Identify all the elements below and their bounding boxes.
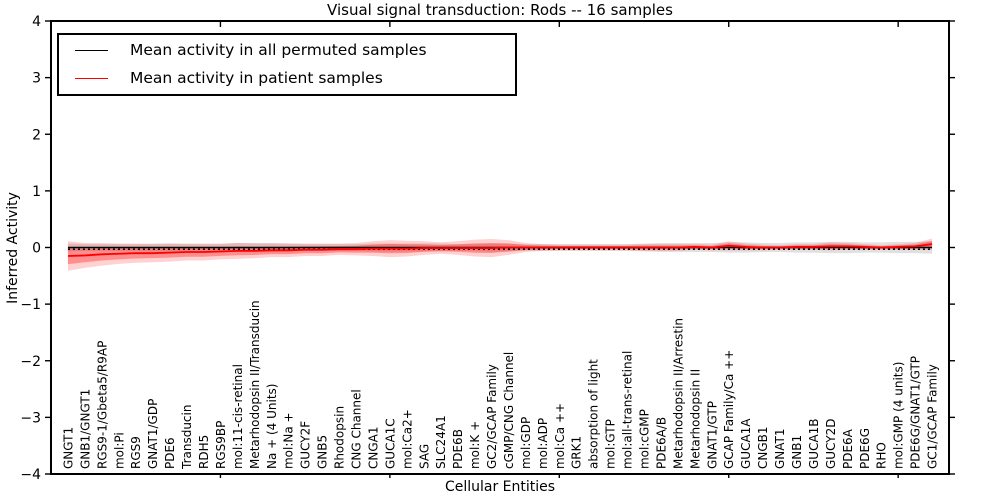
y-tick-label: 2 — [32, 127, 41, 143]
entity-tick-label: Metarhodopsin II — [688, 369, 702, 469]
entity-tick-label: GC2/GCAP Family — [485, 364, 499, 469]
entity-tick-label: mol:all-trans-retinal — [621, 351, 635, 469]
entity-tick-label: CNG Channel — [349, 389, 363, 469]
entity-tick-label: Na + (4 Units) — [265, 383, 279, 469]
entity-tick-label: GUCA1B — [807, 418, 821, 469]
y-tick-label: −3 — [20, 410, 41, 426]
y-tick-label: −4 — [20, 467, 41, 483]
legend-box: Mean activity in all permuted samples Me… — [57, 33, 517, 96]
entity-tick-label: RHO — [875, 442, 889, 469]
entity-tick-label: PDE6G — [858, 428, 872, 469]
entity-tick-label: GRK1 — [570, 436, 584, 469]
entity-tick-label: GC1/GCAP Family — [926, 364, 940, 469]
entity-tick-label: GCAP Family/Ca ++ — [722, 350, 736, 469]
y-tick-label: −2 — [20, 354, 41, 370]
entity-tick-label: CNGA1 — [366, 427, 380, 470]
entity-tick-label: mol:Pi — [112, 432, 126, 469]
entity-tick-label: mol:GDP — [519, 417, 533, 469]
entity-tick-label: mol:Ca ++ — [553, 403, 567, 469]
entity-tick-label: Metarhodopsin II/Arrestin — [671, 318, 685, 469]
entity-tick-label: GUCY2F — [299, 421, 313, 469]
y-tick-label: 1 — [32, 184, 41, 200]
entity-tick-label: mol:Na + — [282, 412, 296, 469]
y-tick-label: −1 — [20, 297, 41, 313]
entity-tick-label: SAG — [417, 444, 431, 469]
entity-tick-label: GNAT1 — [773, 428, 787, 469]
entity-tick-label: SLC24A1 — [434, 415, 448, 469]
entity-tick-label: GNB5 — [316, 435, 330, 469]
entity-tick-label: mol:ADP — [536, 418, 550, 469]
entity-tick-label: PDE6A — [841, 428, 855, 469]
entity-tick-label: mol:cGMP — [638, 409, 652, 469]
entity-tick-label: GUCA1A — [739, 418, 753, 469]
entity-tick-label: GUCY2D — [824, 419, 838, 469]
entity-tick-label: Rhodopsin — [333, 406, 347, 469]
entity-tick-label: RGS9BP — [214, 421, 228, 469]
y-tick-label: 3 — [32, 71, 41, 87]
chart-title: Visual signal transduction: Rods -- 16 s… — [327, 1, 673, 19]
entity-tick-label: GUCA1C — [383, 418, 397, 469]
entity-tick-label: GNAT1/GDP — [146, 399, 160, 469]
entity-tick-label: CNGB1 — [756, 426, 770, 469]
permuted-line-swatch — [75, 50, 108, 52]
entity-tick-label: PDE6A/B — [654, 417, 668, 469]
patient-line-swatch — [75, 77, 108, 79]
entity-tick-label: mol:Ca2+ — [400, 409, 414, 469]
patient-mean-line — [67, 243, 933, 257]
legend-label-patient: Mean activity in patient samples — [130, 68, 383, 87]
entity-tick-label: PDE6G/GNAT1/GTP — [909, 356, 923, 469]
legend-label-permuted: Mean activity in all permuted samples — [130, 41, 427, 60]
entity-tick-label: mol:GTP — [604, 419, 618, 469]
entity-tick-label: GNAT1/GTP — [705, 401, 719, 469]
entity-tick-label: RGS9-1/Gbeta5/R9AP — [95, 341, 109, 469]
entity-tick-label: absorption of light — [587, 359, 601, 469]
entity-tick-label: cGMP/CNG Channel — [502, 352, 516, 469]
y-tick-label: 4 — [32, 14, 41, 30]
entity-tick-label: PDE6B — [451, 429, 465, 469]
entity-tick-label: PDE6 — [163, 437, 177, 469]
entity-tick-label: GNB1 — [790, 435, 804, 469]
legend-entry-permuted: Mean activity in all permuted samples — [75, 39, 515, 62]
x-axis-label: Cellular Entities — [444, 479, 556, 495]
entity-tick-label: GNGT1 — [61, 427, 75, 469]
entity-tick-label: mol:GMP (4 units) — [892, 362, 906, 469]
entity-tick-label: Transducin — [180, 405, 194, 470]
entity-tick-label: Metarhodopsin II/Transducin — [248, 300, 262, 469]
entity-tick-label: mol:11-cis-retinal — [231, 364, 245, 469]
y-tick-label: 0 — [32, 241, 41, 257]
entity-tick-label: RDH5 — [197, 435, 211, 469]
entity-tick-label: GNB1/GNGT1 — [78, 389, 92, 469]
entity-tick-label: RGS9 — [129, 436, 143, 469]
legend-entry-patient: Mean activity in patient samples — [75, 67, 515, 90]
entity-tick-label: mol:K + — [468, 421, 482, 469]
